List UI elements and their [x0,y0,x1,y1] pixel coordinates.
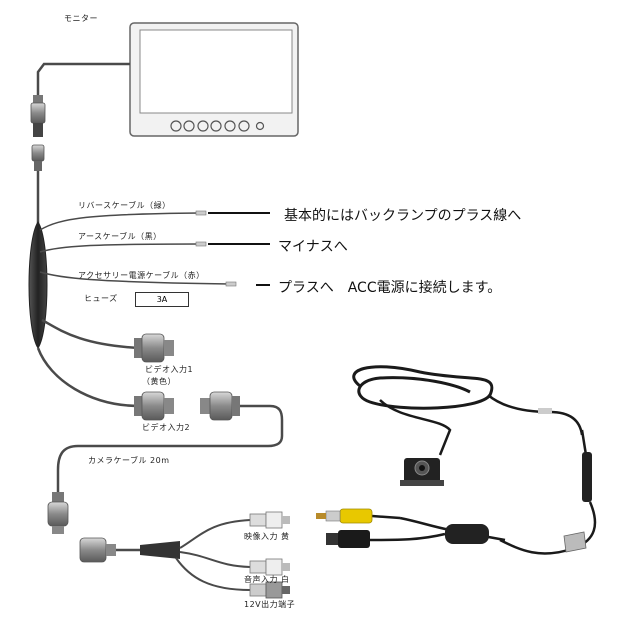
reverse-note: 基本的にはバックランプのプラス線へ [284,208,522,224]
fuse-value-box: 3A [135,292,189,307]
audio-in-rca [249,558,290,576]
reverse-cable-label: リバースケーブル（緑） [78,201,171,210]
video-in-label: 映像入力 黄 [244,532,290,541]
ground-note: マイナスへ [278,239,348,255]
camera-rca-yellow [316,508,373,524]
video-input-1-connector [134,333,174,363]
audio-in-label: 音声入力 白 [244,575,290,584]
video-input-2-label: ビデオ入力2 [142,423,191,432]
wire-ends [195,210,237,287]
video-input-2-connector [134,391,240,421]
harness-body [28,221,48,349]
accessory-cable-label: アクセサリー電源ケーブル（赤） [78,271,205,280]
camera-cable-connector [47,492,69,534]
power-wires [39,212,231,285]
video-in-rca [249,511,290,529]
camera-unit [352,365,584,456]
monitor-connector [30,95,46,171]
inline-fuse [499,429,597,555]
ground-cable-label: アースケーブル（黒） [78,232,162,241]
video-input-1-color-label: （黄色） [142,377,176,386]
annotation-lines [208,212,270,286]
camera-head [400,458,444,486]
monitor-cable [36,62,130,96]
camera-cable-label: カメラケーブル 20m [88,456,170,465]
monitor [129,22,299,137]
video-cables [36,318,141,408]
splitter-assembly [79,519,251,591]
video-input-1-label: ビデオ入力1 [145,365,194,374]
camera-splitter [369,514,506,544]
camera-power-plug [326,530,370,548]
camera-cable [56,404,284,492]
monitor-buttons [170,120,265,132]
monitor-label: モニター [64,14,98,23]
fuse-label: ヒューズ [84,294,118,303]
power-out-label: 12V出力端子 [244,600,296,609]
accessory-note: プラスへ ACC電源に接続します。 [278,280,502,296]
power-out-jack [249,581,290,599]
